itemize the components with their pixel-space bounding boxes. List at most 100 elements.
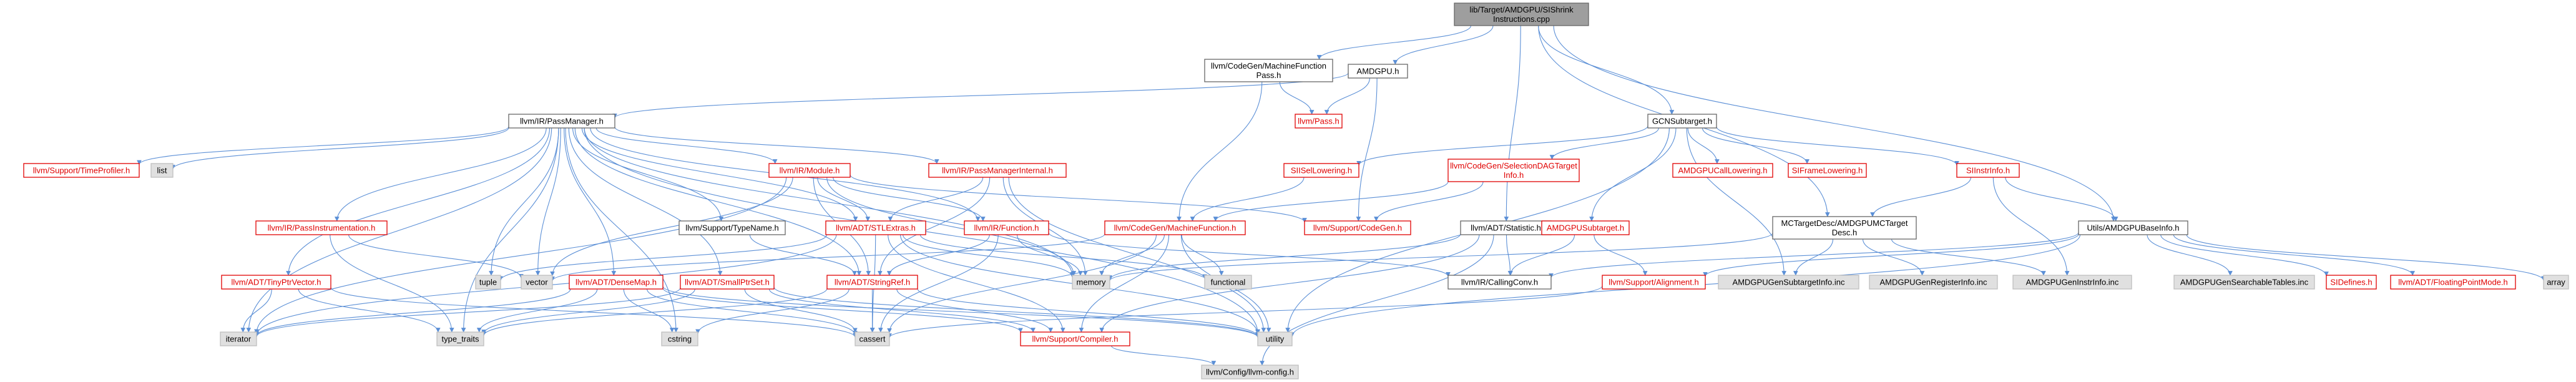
node-vector[interactable]: vector: [521, 275, 553, 290]
node-baseinfo[interactable]: Utils/AMDGPUBaseInfo.h: [2078, 220, 2188, 235]
node-cstring[interactable]: cstring: [661, 331, 698, 346]
node-mctarget-box: [1772, 216, 1917, 240]
edge-seldag-to-machfunc: [1213, 181, 1449, 222]
node-pass-label-0: llvm/Pass.h: [1298, 117, 1339, 126]
nodes-layer: lib/Target/AMDGPU/SIShrinkInstructions.c…: [23, 2, 2569, 380]
edge-pm-to-pminternal: [614, 127, 939, 164]
node-pm[interactable]: llvm/IR/PassManager.h: [508, 114, 615, 129]
edge-module-to-function: [833, 177, 986, 222]
edge-pm-to-vector: [535, 127, 561, 276]
edge-smallptr-to-utility: [773, 286, 1260, 338]
node-densemap-box: [569, 275, 664, 290]
node-callLow-box: [1672, 163, 1773, 178]
node-list[interactable]: list: [150, 163, 174, 178]
edge-pm-to-list: [170, 127, 509, 170]
node-callLow[interactable]: AMDGPUCallLowering.h: [1672, 163, 1773, 178]
node-subinfo-label-0: AMDGPUGenSubtargetInfo.inc: [1733, 278, 1845, 287]
node-mfp-label-0: llvm/CodeGen/MachineFunction: [1211, 61, 1326, 71]
node-compiler-box: [1020, 331, 1130, 346]
node-siframe[interactable]: SIFrameLowering.h: [1788, 163, 1867, 178]
node-iterator-box: [220, 331, 257, 346]
edge-pm-to-densemap: [564, 127, 617, 276]
edge-stlextras-to-functional: [919, 234, 1207, 279]
node-tinyptr[interactable]: llvm/ADT/TinyPtrVector.h: [221, 275, 331, 290]
node-passinst[interactable]: llvm/IR/PassInstrumentation.h: [255, 220, 388, 235]
edge-amdsub-to-callconv: [1508, 234, 1575, 276]
node-array[interactable]: array: [2543, 275, 2569, 290]
node-sisel[interactable]: SIISelLowering.h: [1283, 163, 1359, 178]
node-subinfo[interactable]: AMDGPUGenSubtargetInfo.inc: [1718, 275, 1859, 290]
node-callconv[interactable]: llvm/IR/CallingConv.h: [1447, 275, 1552, 290]
node-smallptr[interactable]: llvm/ADT/SmallPtrSet.h: [680, 275, 775, 290]
node-amdgpu[interactable]: AMDGPU.h: [1348, 64, 1408, 79]
node-compiler[interactable]: llvm/Support/Compiler.h: [1020, 331, 1130, 346]
edge-baseinfo-to-sidefines: [2160, 234, 2329, 277]
node-seldag-label-0: llvm/CodeGen/SelectionDAGTarget: [1450, 161, 1577, 170]
edge-densemap-to-utility: [662, 286, 1260, 338]
node-gcn-label-0: GCNSubtarget.h: [1652, 117, 1712, 126]
node-amdgpu-label-0: AMDGPU.h: [1357, 67, 1399, 76]
node-root[interactable]: lib/Target/AMDGPU/SIShrinkInstructions.c…: [1454, 2, 1589, 26]
edge-root-to-baseinfo: [1553, 25, 2116, 222]
edge-statistic-to-atomic: [1506, 234, 1513, 276]
node-sisel-box: [1283, 163, 1359, 178]
node-pass[interactable]: llvm/Pass.h: [1295, 114, 1343, 129]
node-siinstr[interactable]: SIInstrInfo.h: [1956, 163, 2020, 178]
node-stringref[interactable]: llvm/ADT/StringRef.h: [826, 275, 918, 290]
edge-siinstr-to-baseinfo: [2005, 177, 2118, 222]
edge-statistic-to-compiler: [1099, 234, 1480, 333]
edge-smallptr-to-iterator: [254, 287, 681, 338]
node-typename[interactable]: llvm/Support/TypeName.h: [678, 220, 786, 235]
node-functional[interactable]: functional: [1204, 275, 1252, 290]
node-memory-label-0: memory: [1077, 278, 1106, 287]
node-utility[interactable]: utility: [1257, 331, 1293, 346]
node-cassert[interactable]: cassert: [855, 331, 890, 346]
node-instrinfo-label-0: AMDGPUGenInstrInfo.inc: [2026, 278, 2119, 287]
edge-baseinfo-to-searchable: [2147, 234, 2233, 276]
edge-pminternal-to-utility: [1008, 177, 1266, 333]
node-utility-label-0: utility: [1266, 335, 1285, 344]
node-supcodegen[interactable]: llvm/Support/CodeGen.h: [1304, 220, 1411, 235]
edge-densemap-to-cassert: [647, 288, 858, 336]
edge-passinst-to-typetraits: [330, 234, 454, 333]
node-pminternal[interactable]: llvm/IR/PassManagerInternal.h: [928, 163, 1067, 178]
node-module[interactable]: llvm/IR/Module.h: [768, 163, 851, 178]
edge-pm-to-memory: [584, 127, 1075, 277]
node-iterator[interactable]: iterator: [220, 331, 257, 346]
node-fpmode[interactable]: llvm/ADT/FloatingPointMode.h: [2390, 275, 2516, 290]
node-function[interactable]: llvm/IR/Function.h: [964, 220, 1049, 235]
node-list-label-0: list: [157, 166, 167, 175]
edge-machfunc-to-cassert: [887, 234, 1157, 333]
node-memory[interactable]: memory: [1072, 275, 1110, 290]
node-reginfo[interactable]: AMDGPUGenRegisterInfo.inc: [1869, 275, 1998, 290]
node-tuple[interactable]: tuple: [475, 275, 501, 290]
node-seldag-box: [1447, 159, 1580, 182]
edge-machfunc-to-functional: [1181, 234, 1224, 276]
edge-stlextras-to-memory: [903, 234, 1075, 278]
node-sidefines[interactable]: SIDefines.h: [2326, 275, 2377, 290]
node-timeprof[interactable]: llvm/Support/TimeProfiler.h: [23, 163, 140, 178]
node-machfunc-label-0: llvm/CodeGen/MachineFunction.h: [1114, 223, 1237, 233]
node-root-label-0: lib/Target/AMDGPU/SIShrink: [1469, 5, 1574, 14]
node-alignment[interactable]: llvm/Support/Alignment.h: [1602, 275, 1706, 290]
node-amdsub[interactable]: AMDGPUSubtarget.h: [1541, 220, 1630, 235]
node-utility-box: [1257, 331, 1293, 346]
node-instrinfo[interactable]: AMDGPUGenInstrInfo.inc: [2012, 275, 2132, 290]
node-gcn[interactable]: GCNSubtarget.h: [1647, 114, 1717, 129]
node-callLow-label-0: AMDGPUCallLowering.h: [1678, 166, 1767, 175]
node-statistic[interactable]: llvm/ADT/Statistic.h: [1460, 220, 1552, 235]
node-typetraits[interactable]: type_traits: [436, 331, 484, 346]
node-searchable[interactable]: AMDGPUGenSearchableTables.inc: [2173, 275, 2315, 290]
node-statistic-label-0: llvm/ADT/Statistic.h: [1471, 223, 1541, 233]
node-machfunc[interactable]: llvm/CodeGen/MachineFunction.h: [1104, 220, 1246, 235]
node-config[interactable]: llvm/Config/llvm-config.h: [1201, 365, 1299, 380]
node-supcodegen-label-0: llvm/Support/CodeGen.h: [1313, 223, 1402, 233]
node-cassert-label-0: cassert: [859, 335, 886, 344]
edge-mfp-to-machfunc: [1177, 81, 1263, 222]
node-sidefines-label-0: SIDefines.h: [2330, 278, 2372, 287]
node-densemap[interactable]: llvm/ADT/DenseMap.h: [569, 275, 664, 290]
node-stlextras[interactable]: llvm/ADT/STLExtras.h: [825, 220, 926, 235]
